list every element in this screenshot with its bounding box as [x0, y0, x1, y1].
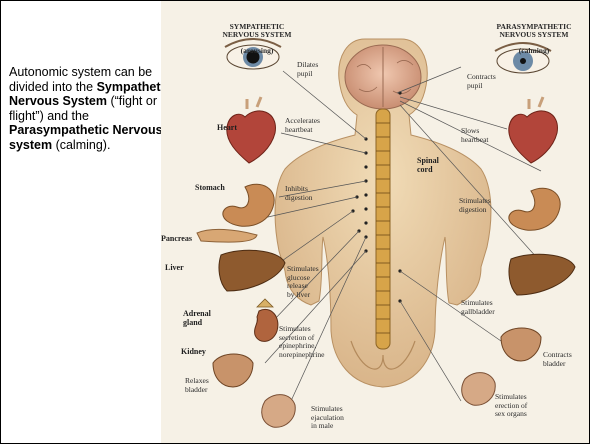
organ-label: Kidney: [181, 347, 206, 356]
parasympathetic-subtitle: (calming): [519, 46, 549, 55]
parasympathetic-effect: Stimulates gallbladder: [461, 299, 495, 316]
male-organ-left: [262, 395, 295, 428]
sympathetic-subtitle: (arousing): [241, 46, 274, 55]
organ-label: Liver: [165, 263, 184, 272]
male-organ-right: [462, 373, 495, 406]
sympathetic-effect: Accelerates heartbeat: [285, 117, 320, 134]
bladder-left: [213, 354, 253, 387]
organ-label: Adrenal gland: [183, 309, 211, 327]
liver-right: [509, 254, 575, 295]
sympathetic-effect: Stimulates ejaculation in male: [311, 405, 344, 431]
parasympathetic-effect: Contracts bladder: [543, 351, 572, 368]
anatomy-illustration: [161, 1, 589, 443]
organ-label: Pancreas: [161, 234, 192, 243]
spinal-cord: [376, 109, 390, 349]
parasympathetic-effect: Stimulates digestion: [459, 197, 491, 214]
stomach-left: [223, 184, 274, 226]
pancreas: [197, 229, 257, 242]
spinal-cord-label: Spinal cord: [417, 156, 439, 174]
organ-label: Heart: [217, 123, 237, 132]
parasympathetic-effect: Slows heartbeat: [461, 127, 488, 144]
sympathetic-effect: Stimulates glucose release by liver: [287, 265, 319, 299]
organ-label: Stomach: [195, 183, 225, 192]
sympathetic-effect: Stimulates secretion of epinephrine, nor…: [279, 325, 324, 359]
bladder-right: [501, 328, 541, 361]
parasympathetic-effect: Contracts pupil: [467, 73, 496, 90]
kidney: [255, 309, 278, 341]
autonomic-nervous-system-figure: SYMPATHETIC NERVOUS SYSTEM (arousing) PA…: [161, 1, 589, 443]
stomach-right: [509, 188, 560, 230]
parasympathetic-title-text: PARASYMPATHETIC NERVOUS SYSTEM: [497, 22, 572, 39]
liver-left: [219, 250, 285, 291]
sympathetic-effect: Relaxes bladder: [185, 377, 209, 394]
sympathetic-title: SYMPATHETIC NERVOUS SYSTEM (arousing): [207, 15, 307, 55]
sympathetic-title-text: SYMPATHETIC NERVOUS SYSTEM: [223, 22, 292, 39]
caption-parasympathetic-note: (calming).: [52, 138, 110, 152]
heart-right: [509, 97, 558, 163]
parasympathetic-effect: Stimulates erection of sex organs: [495, 393, 527, 419]
sympathetic-effect: Dilates pupil: [297, 61, 318, 78]
parasympathetic-title: PARASYMPATHETIC NERVOUS SYSTEM (calming): [479, 15, 589, 55]
sympathetic-effect: Inhibits digestion: [285, 185, 313, 202]
adrenal-gland: [257, 299, 273, 307]
